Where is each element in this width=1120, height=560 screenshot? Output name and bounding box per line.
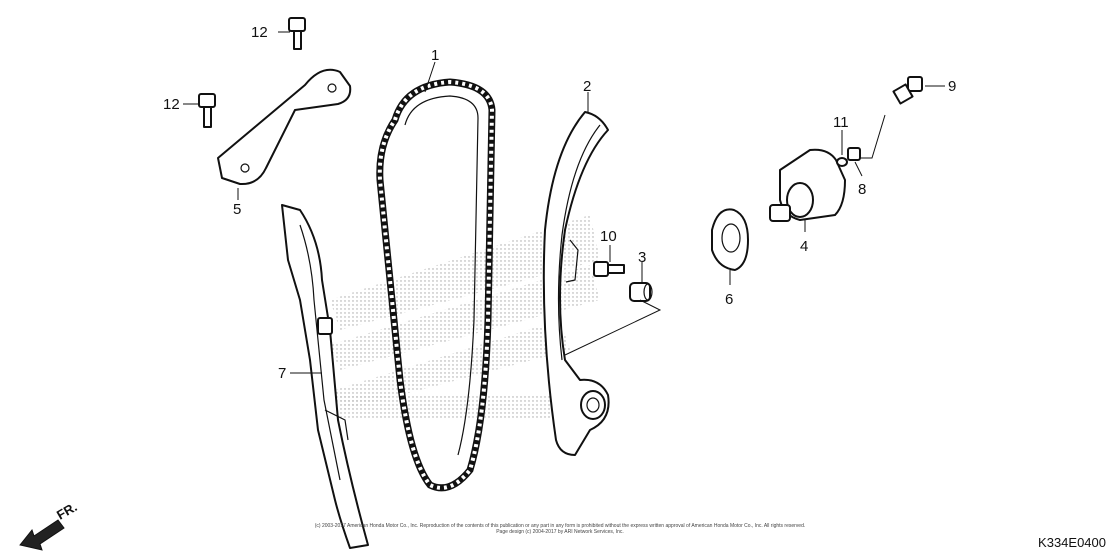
callout-9: 9 bbox=[948, 78, 956, 95]
callout-5: 5 bbox=[233, 201, 241, 218]
callout-6: 6 bbox=[725, 291, 733, 308]
diagram-code: K334E0400 bbox=[1038, 535, 1106, 550]
chain-guide-plate bbox=[217, 68, 352, 186]
callout-8: 8 bbox=[858, 181, 866, 198]
callout-7: 7 bbox=[278, 365, 286, 382]
cam-chain-guide bbox=[281, 204, 369, 549]
bolt-9 bbox=[892, 76, 923, 105]
bolt-12-upper bbox=[288, 17, 306, 50]
bolt-12-lower bbox=[198, 93, 216, 128]
bolt-10 bbox=[593, 261, 625, 277]
callout-10: 10 bbox=[600, 228, 617, 245]
bolt-8 bbox=[847, 147, 861, 161]
cam-chain bbox=[376, 78, 496, 492]
washer-11 bbox=[836, 157, 848, 167]
callout-11: 11 bbox=[833, 114, 849, 131]
tensioner-lifter bbox=[769, 148, 846, 222]
callout-4: 4 bbox=[800, 238, 808, 255]
tensioner-gasket bbox=[711, 208, 749, 271]
leader-lines bbox=[183, 31, 945, 374]
tensioner-guide bbox=[542, 111, 610, 456]
copyright-line-1: (c) 2003-2017 American Honda Motor Co., … bbox=[314, 523, 806, 529]
front-direction-arrow: FR. bbox=[19, 499, 80, 551]
callout-3: 3 bbox=[638, 249, 646, 266]
copyright-line-2: Page design (c) 2004-2017 by ARI Network… bbox=[496, 529, 624, 535]
callout-12-lower: 12 bbox=[163, 96, 180, 113]
callout-2: 2 bbox=[583, 78, 591, 95]
callout-1: 1 bbox=[431, 47, 439, 64]
copyright-notice: (c) 2003-2017 American Honda Motor Co., … bbox=[300, 523, 820, 535]
front-direction-label: FR. bbox=[54, 499, 80, 522]
collar-3 bbox=[629, 282, 653, 302]
callout-12-upper: 12 bbox=[251, 24, 268, 41]
